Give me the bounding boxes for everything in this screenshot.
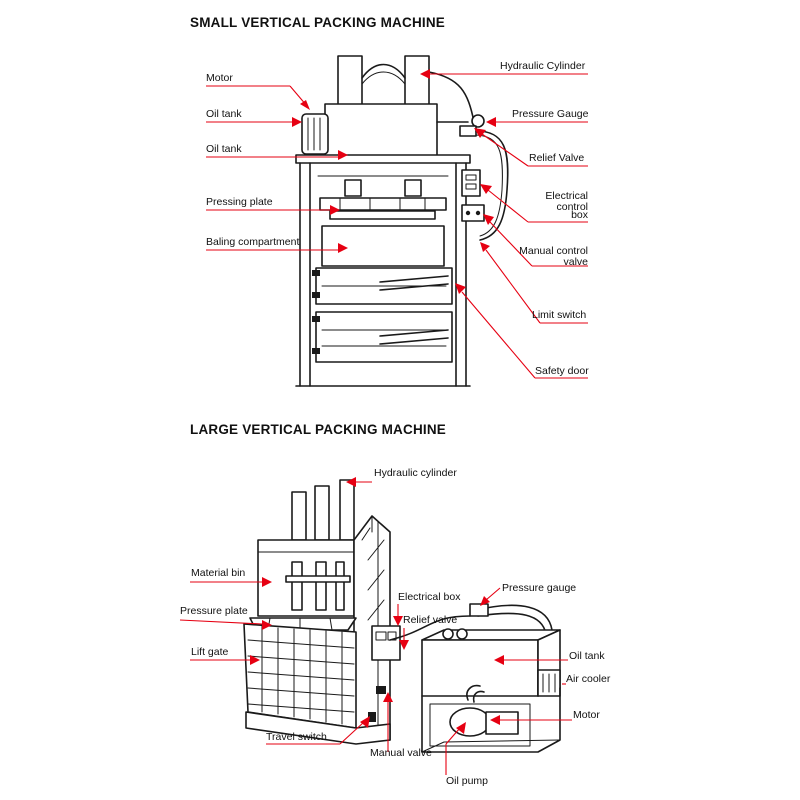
large-machine-title: LARGE VERTICAL PACKING MACHINE [190, 422, 446, 437]
label-large-motor: Motor [573, 709, 600, 721]
large-oil-pump [466, 684, 481, 701]
label-large-oil-tank: Oil tank [569, 650, 605, 662]
large-cylinder-2 [314, 485, 330, 541]
label-small-limit-switch: Limit switch [532, 309, 586, 321]
small-top-plate [295, 154, 471, 164]
small-gauge [471, 114, 485, 128]
label-large-pressure-plate: Pressure plate [180, 605, 248, 617]
large-gauge-2 [456, 628, 468, 640]
label-small-relief-valve: Relief Valve [529, 152, 584, 164]
large-piston-2 [315, 561, 327, 611]
label-large-pressure-gauge: Pressure gauge [502, 582, 576, 594]
small-electrical-box [461, 169, 481, 197]
label-small-pressing-plate: Pressing plate [206, 196, 273, 208]
small-latch-lower [379, 329, 449, 337]
label-large-manual-valve: Manual valve [370, 747, 432, 759]
label-small-manual-valve-1: Manual control [519, 245, 588, 257]
large-travel-switch [368, 712, 376, 722]
label-small-electrical-2: control [556, 201, 588, 213]
large-callouts [179, 477, 572, 775]
large-gauge-1 [442, 628, 454, 640]
label-small-motor: Motor [206, 72, 233, 84]
label-small-manual-valve-2: valve [563, 256, 588, 268]
small-pressing-plate [319, 197, 447, 211]
small-hinge [312, 270, 320, 276]
large-gauge-block [469, 603, 489, 617]
label-large-travel-switch: Travel switch [266, 731, 327, 743]
label-small-oil-tank-1: Oil tank [206, 108, 242, 120]
small-manual-valve [461, 204, 485, 222]
large-electrical-box [371, 625, 401, 661]
small-piston-left [344, 179, 362, 197]
large-manual-valve [376, 686, 386, 694]
large-base [245, 711, 391, 745]
label-large-air-cooler: Air cooler [566, 673, 611, 685]
label-small-hydraulic-cylinder: Hydraulic Cylinder [500, 60, 586, 72]
large-piston-3 [335, 561, 345, 611]
label-large-lift-gate: Lift gate [191, 646, 229, 658]
large-piston-1 [291, 561, 303, 611]
large-machine-illustration [243, 479, 561, 753]
large-cylinder-3 [339, 479, 355, 541]
small-pipe-side [475, 130, 509, 241]
small-machine-illustration [295, 55, 509, 387]
small-oil-tank [324, 103, 438, 157]
small-piston-right [404, 179, 422, 197]
large-pump-frame [421, 687, 561, 753]
large-oil-tank [421, 639, 539, 697]
label-small-baling-compartment: Baling compartment [206, 236, 299, 248]
large-cylinder-1 [291, 491, 307, 541]
small-cylinder-right [404, 55, 430, 107]
small-door-lower [315, 311, 453, 363]
small-baling-compartment [321, 225, 445, 267]
label-large-oil-pump: Oil pump [446, 775, 488, 787]
small-latch-upper [379, 275, 449, 283]
small-motor [301, 113, 329, 155]
label-large-relief-valve: Relief valve [403, 614, 457, 626]
small-cylinder-left [337, 55, 363, 107]
small-machine-title: SMALL VERTICAL PACKING MACHINE [190, 15, 445, 30]
label-small-electrical-1: Electrical [545, 190, 588, 202]
label-small-oil-tank-2: Oil tank [206, 143, 242, 155]
label-small-pressure-gauge: Pressure Gauge [512, 108, 589, 120]
label-large-electrical-box: Electrical box [398, 591, 461, 603]
large-pipe [389, 615, 471, 641]
label-small-safety-door: Safety door [535, 365, 589, 377]
label-large-material-bin: Material bin [191, 567, 245, 579]
label-large-hydraulic-cylinder: Hydraulic cylinder [374, 467, 457, 479]
small-callouts [206, 69, 588, 379]
label-small-electrical-3: box [571, 209, 589, 221]
small-cylinder-hose [361, 63, 406, 79]
